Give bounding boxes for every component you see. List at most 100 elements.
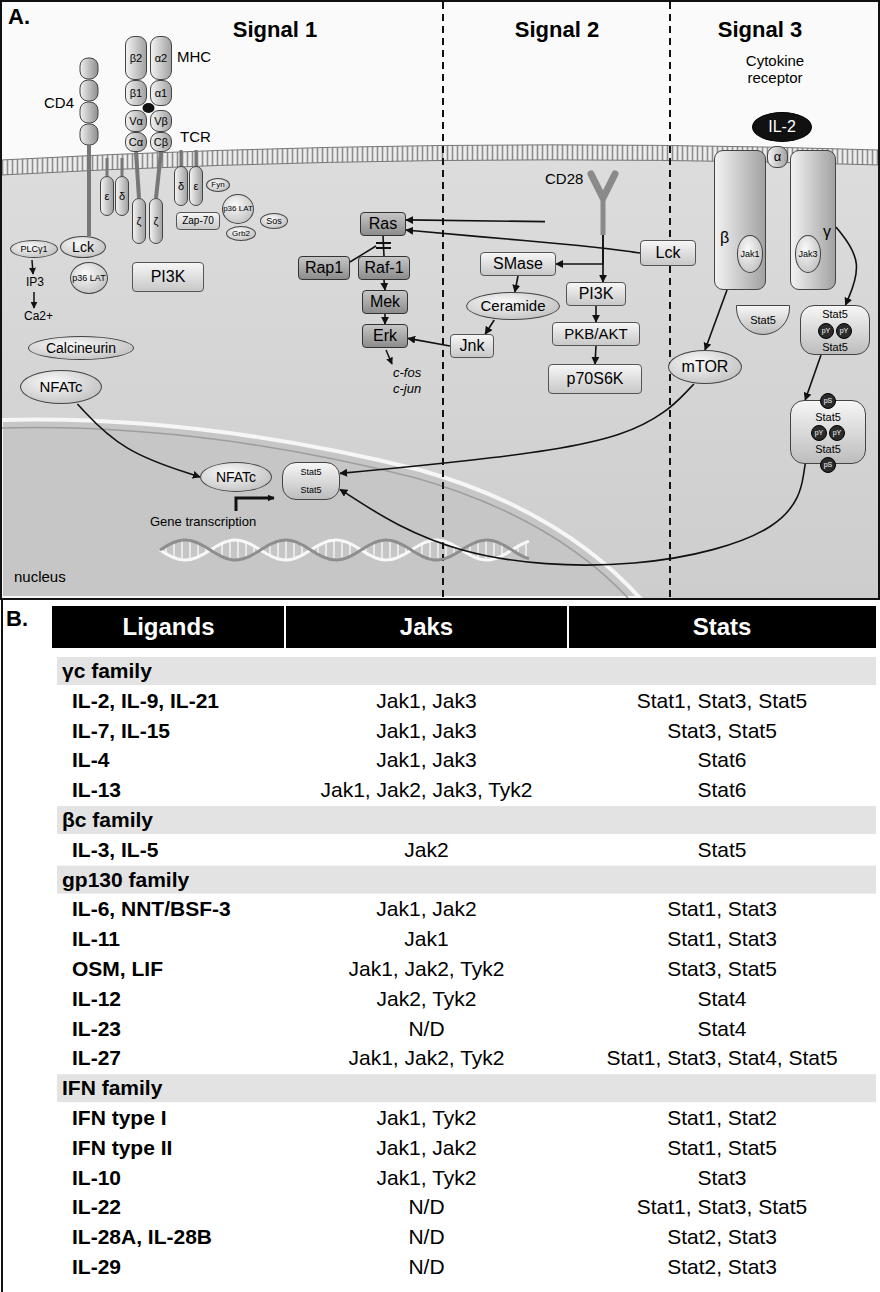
signal-arrow xyxy=(406,220,545,222)
node-text: Vα xyxy=(129,115,143,128)
signal-arrow xyxy=(595,306,597,322)
dna-rung xyxy=(221,543,223,556)
node-text: Ras xyxy=(369,215,397,233)
panel-frame xyxy=(1,1,879,599)
protein-oval: NFATc xyxy=(20,370,102,404)
receptor-chain: Cα xyxy=(125,132,147,152)
protein-oval: mTOR xyxy=(668,350,742,384)
family-heading: gp130 family xyxy=(62,868,189,892)
ligand-cell: OSM, LIF xyxy=(72,957,163,981)
jak-cell: Jak1, Jak2, Tyk2 xyxy=(285,957,568,981)
dna-rung xyxy=(277,541,279,559)
protein-oval: Grb2 xyxy=(226,226,256,241)
kinase-box: Mek xyxy=(362,290,408,314)
pathway-arrow xyxy=(33,292,35,308)
diagram-label: Signal 3 xyxy=(695,17,825,42)
column-separator xyxy=(567,606,569,648)
node-text: δ xyxy=(119,190,125,203)
tcr-stem xyxy=(136,152,139,198)
node-text: ε xyxy=(194,180,199,193)
protein-box: Jnk xyxy=(450,334,494,358)
cd3-stem xyxy=(195,150,198,166)
ligand-cell: IL-4 xyxy=(72,748,109,772)
dna-helix xyxy=(160,540,529,560)
dna-rung xyxy=(189,540,191,559)
node-text: Fyn xyxy=(211,180,224,189)
receptor-chain: α2 xyxy=(150,36,172,80)
receptor-chain: β2 xyxy=(125,36,147,80)
jak-cell: Jak1, Tyk2 xyxy=(285,1166,568,1190)
stat-cell: Stat4 xyxy=(568,1017,876,1041)
jak-cell: Jak2 xyxy=(285,838,568,862)
receptor-chain: βJak1 xyxy=(714,150,766,290)
stat-cell: Stat3, Stat5 xyxy=(568,957,876,981)
protein-box: Lck xyxy=(640,240,696,266)
node-text: Mek xyxy=(370,293,400,311)
ligand-cell: IL-2, IL-9, IL-21 xyxy=(72,689,219,713)
node-text: Cα xyxy=(129,136,143,149)
receptor-chain: Vβ xyxy=(150,110,172,132)
dna-rung xyxy=(229,541,231,560)
dna-rung xyxy=(197,543,199,557)
node-text: α xyxy=(774,150,782,165)
receptor-chain: Cβ xyxy=(150,132,172,152)
node-text: Jak3 xyxy=(798,249,817,259)
ligand-cell: IL-6, NNT/BSF-3 xyxy=(72,897,231,921)
dna-rung xyxy=(381,540,383,559)
dna-rung xyxy=(389,540,391,559)
protein-box: PI3K xyxy=(132,262,204,292)
node-text: Grb2 xyxy=(232,229,250,238)
diagram-label: c-fos xyxy=(393,366,421,381)
nucleus xyxy=(1,420,640,598)
receptor-chain: β1 xyxy=(125,80,147,106)
node-text: PI3K xyxy=(579,285,614,303)
jak-cell: Jak1, Jak3 xyxy=(285,748,568,772)
stat-cell: Stat1, Stat3, Stat4, Stat5 xyxy=(568,1046,876,1070)
stat-cell: Stat1, Stat5 xyxy=(568,1136,876,1160)
node-text: Stat5 xyxy=(801,341,869,354)
ligand-cell: IFN type II xyxy=(72,1136,172,1160)
node-text: p36 LAT xyxy=(223,205,253,213)
node-text: pY xyxy=(822,327,831,335)
receptor-chain: ζ xyxy=(132,198,146,244)
dna-rung xyxy=(493,541,495,559)
diagram-label: nucleus xyxy=(14,568,66,585)
protein-oval: p36 LAT xyxy=(222,194,254,224)
family-heading: IFN family xyxy=(62,1076,162,1100)
protein-oval: p36 LAT xyxy=(70,262,108,294)
jak-cell: Jak1, Tyk2 xyxy=(285,1106,568,1130)
tcr-stem xyxy=(156,152,161,198)
dna-rung xyxy=(373,543,375,557)
cd28-stem xyxy=(601,198,606,235)
protein-box: SMase xyxy=(480,252,556,276)
jak-cell: Jak1, Jak3 xyxy=(285,719,568,743)
cd3-stem xyxy=(121,158,124,176)
signal-arrow xyxy=(340,464,805,565)
protein-box: PKB/AKT xyxy=(552,322,640,346)
family-band xyxy=(57,1074,876,1102)
signal-arrow xyxy=(705,290,727,350)
ligand-cell: IL-27 xyxy=(72,1046,121,1070)
jak-cell: N/D xyxy=(285,1255,568,1279)
stat-dimer: Stat5Stat5pYpY xyxy=(800,305,870,355)
node-text: Lck xyxy=(656,244,681,262)
diagram-label: c-jun xyxy=(393,382,421,397)
cd4-domain xyxy=(80,58,98,79)
stat-cell: Stat2, Stat3 xyxy=(568,1225,876,1249)
kinase-box: Raf-1 xyxy=(358,256,410,280)
node-text: α2 xyxy=(155,52,167,65)
stat-cell: Stat5 xyxy=(568,838,876,862)
diagram-label: IP3 xyxy=(26,276,44,290)
jak-cell: Jak1, Jak3 xyxy=(285,689,568,713)
protein-oval: Lck xyxy=(60,236,106,258)
signal-arrow xyxy=(408,338,450,346)
dna-rung xyxy=(181,540,183,560)
diagram-label: CD4 xyxy=(44,94,74,111)
stat-cell: Stat3, Stat5 xyxy=(568,719,876,743)
jak-cell: Jak1, Jak2 xyxy=(285,1136,568,1160)
node-text: Calcineurin xyxy=(46,340,116,356)
diagram-label: B. xyxy=(6,606,28,631)
dna-strand xyxy=(160,540,529,560)
jak-cell: N/D xyxy=(285,1017,568,1041)
column-separator xyxy=(284,606,286,648)
